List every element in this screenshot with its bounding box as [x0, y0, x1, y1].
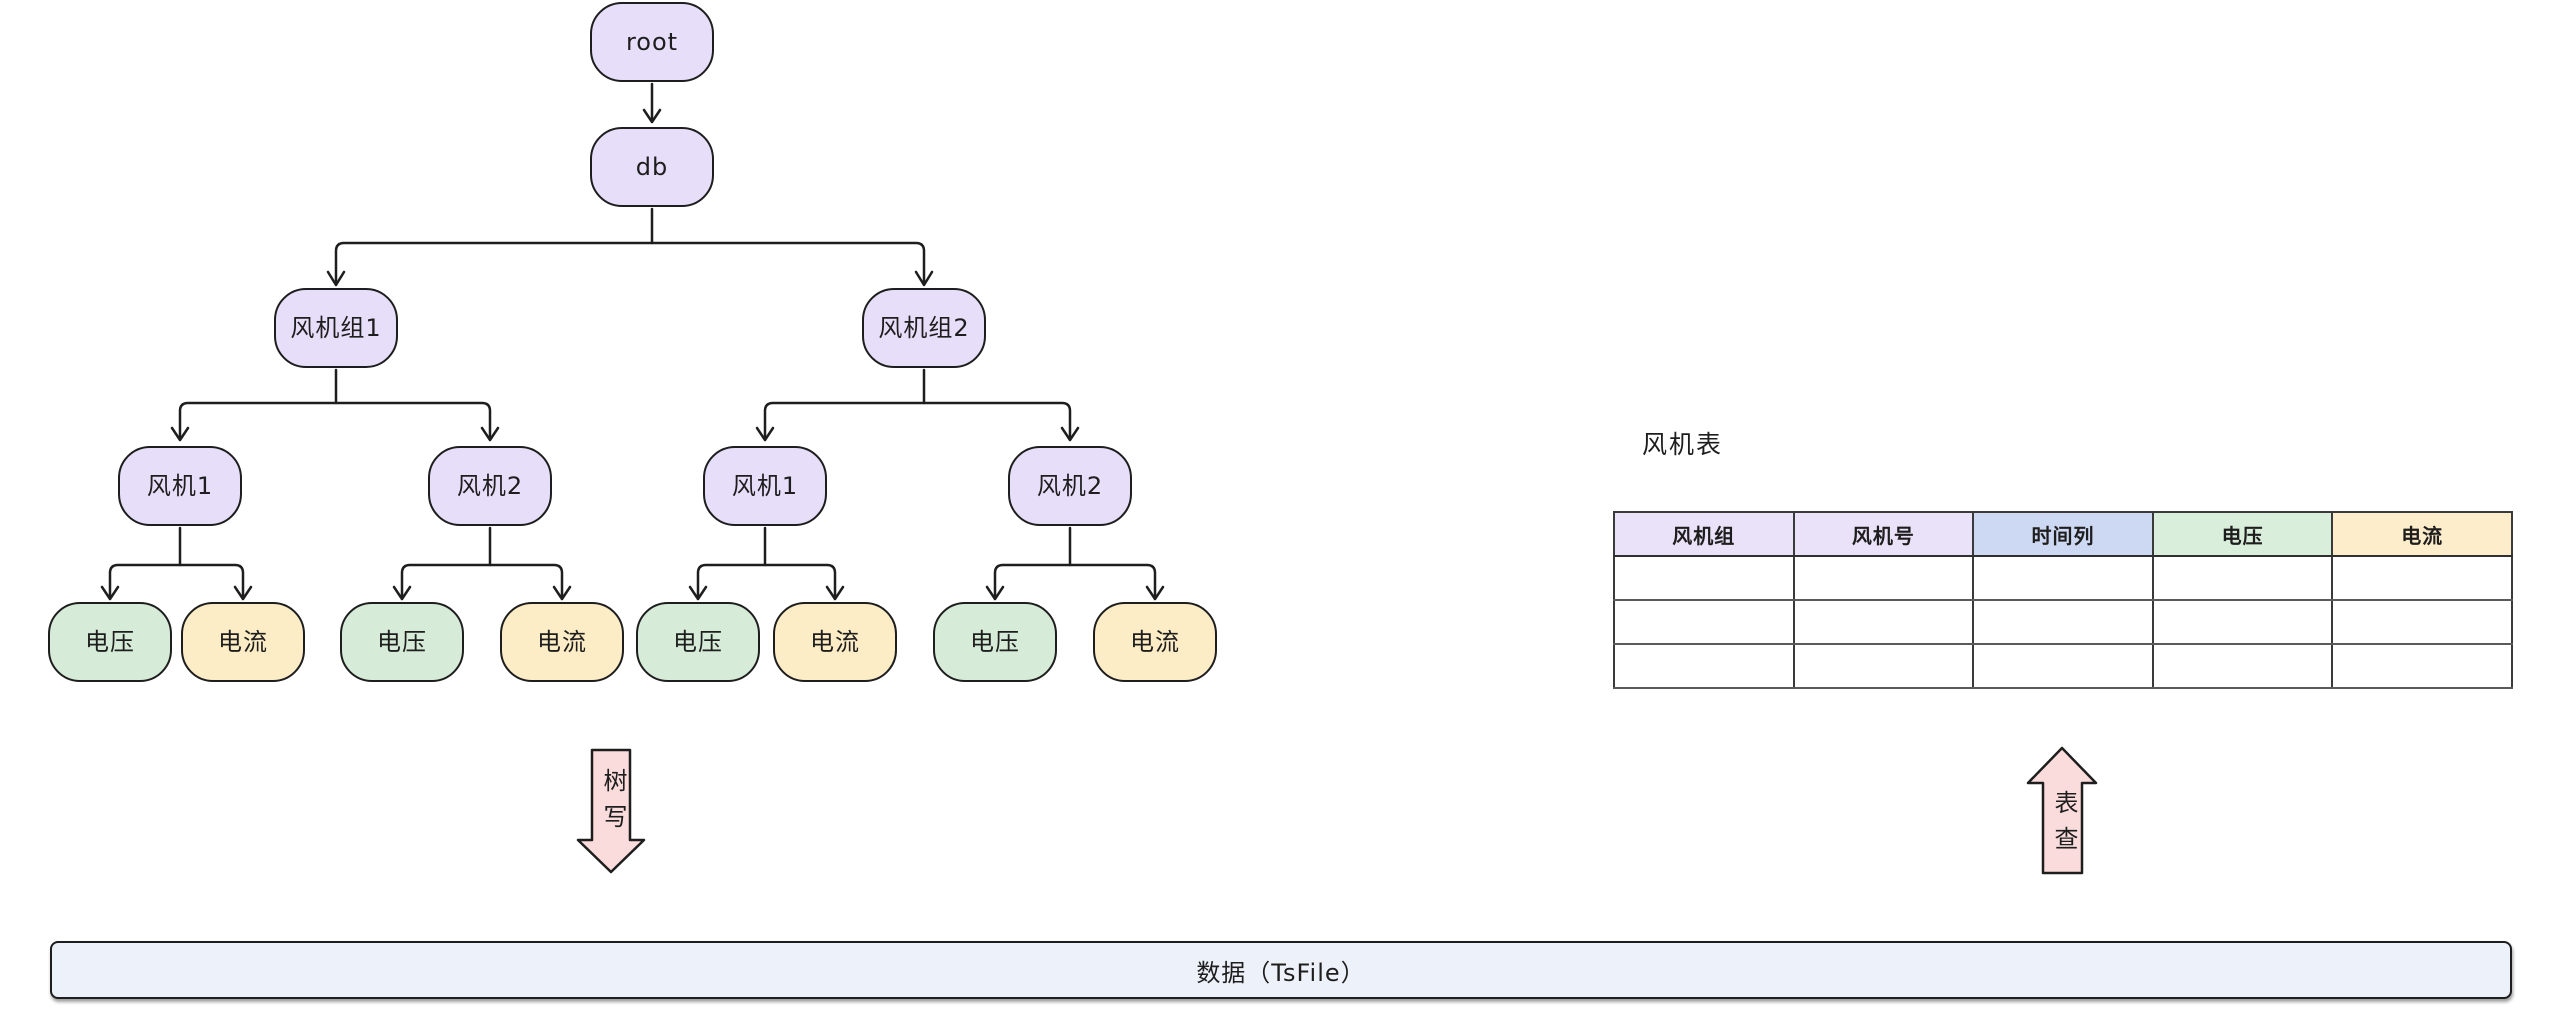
- table-row: [1613, 643, 2513, 689]
- arrowhead-down-icon: [326, 270, 346, 287]
- connector-fan1b-leaves: [696, 563, 837, 600]
- table-cell-empty: [1972, 555, 2154, 601]
- table-cell-empty: [2151, 643, 2334, 689]
- table-cell-empty: [1613, 643, 1795, 689]
- tree-node-label: db: [635, 153, 669, 181]
- table-query-arrow-up-icon: [2026, 746, 2098, 875]
- tree-node-label: 风机1: [731, 472, 799, 500]
- table-header-voltage: 电压: [2151, 511, 2334, 557]
- tree-leaf-current: 电流: [181, 602, 305, 682]
- fan-table: 风机组 风机号 时间列 电压 电流: [1613, 511, 2513, 689]
- tree-node-root: root: [590, 2, 714, 82]
- table-cell-empty: [1792, 555, 1975, 601]
- arrowhead-down-icon: [480, 426, 500, 442]
- table-cell-empty: [1972, 599, 2154, 645]
- table-cell-empty: [1792, 599, 1975, 645]
- tree-node-label: 风机2: [456, 472, 524, 500]
- tsfile-storage-bar: 数据（TsFile）: [50, 941, 2512, 999]
- tree-node-label: 电流: [810, 628, 860, 656]
- tree-connectors: [100, 82, 1165, 601]
- tree-node-label: 风机组1: [290, 314, 382, 342]
- arrowhead-down-icon: [233, 585, 253, 601]
- tsfile-storage-label: 数据（TsFile）: [1196, 958, 1366, 987]
- connector-fan2a-leaves: [400, 563, 564, 600]
- table-header-fan-number: 风机号: [1792, 511, 1975, 557]
- tree-node-label: 风机组2: [878, 314, 970, 342]
- arrowhead-down-icon: [642, 108, 662, 124]
- table-cell-empty: [2151, 555, 2334, 601]
- table-cell-empty: [1792, 643, 1975, 689]
- arrowhead-down-icon: [170, 426, 190, 442]
- tree-leaf-voltage: 电压: [636, 602, 760, 682]
- tree-leaf-current: 电流: [500, 602, 624, 682]
- tree-write-arrow-down-icon: [576, 748, 646, 874]
- tree-write-arrow-label: 树写: [599, 768, 627, 840]
- connector-group1-fans: [178, 401, 492, 441]
- table-cell-empty: [2331, 643, 2513, 689]
- arrowhead-down-icon: [985, 585, 1005, 601]
- tree-node-fan1-of-group2: 风机1: [703, 446, 827, 526]
- arrowhead-down-icon: [755, 426, 775, 442]
- table-header-current: 电流: [2331, 511, 2513, 557]
- table-header-fan-group: 风机组: [1613, 511, 1795, 557]
- table-query-arrow-label: 表查: [2050, 790, 2078, 862]
- tree-node-fan2-of-group2: 风机2: [1008, 446, 1132, 526]
- tree-leaf-voltage: 电压: [48, 602, 172, 682]
- table-cell-empty: [2331, 599, 2513, 645]
- table-cell-empty: [1613, 555, 1795, 601]
- tree-node-group1: 风机组1: [274, 288, 398, 368]
- tree-node-label: 电压: [377, 628, 427, 656]
- arrowhead-down-icon: [688, 585, 708, 601]
- arrowhead-down-icon: [825, 585, 845, 601]
- flow-arrows: [576, 746, 2098, 875]
- table-row: [1613, 555, 2513, 601]
- tree-leaf-voltage: 电压: [340, 602, 464, 682]
- fan-table-title: 风机表: [1642, 430, 1724, 459]
- fan-table-body: [1613, 555, 2513, 689]
- tree-node-label: 电压: [673, 628, 723, 656]
- arrowhead-down-icon: [914, 270, 934, 287]
- table-cell-empty: [1972, 643, 2154, 689]
- tree-leaf-voltage: 电压: [933, 602, 1057, 682]
- tree-node-group2: 风机组2: [862, 288, 986, 368]
- table-cell-empty: [2331, 555, 2513, 601]
- tree-node-fan2-of-group1: 风机2: [428, 446, 552, 526]
- connector-fan1a-leaves: [108, 563, 245, 600]
- tree-node-label: root: [625, 28, 679, 56]
- table-header-time-series: 时间列: [1972, 511, 2154, 557]
- tree-node-db: db: [590, 127, 714, 207]
- table-row: [1613, 599, 2513, 645]
- tree-leaf-current: 电流: [1093, 602, 1217, 682]
- arrowhead-down-icon: [100, 585, 120, 601]
- fan-table-header: 风机组 风机号 时间列 电压 电流: [1613, 511, 2513, 557]
- tree-node-fan1-of-group1: 风机1: [118, 446, 242, 526]
- connector-db-groups: [334, 241, 926, 286]
- arrowhead-down-icon: [1145, 585, 1165, 601]
- tree-leaf-current: 电流: [773, 602, 897, 682]
- tree-node-label: 风机2: [1036, 472, 1104, 500]
- connector-fan2b-leaves: [993, 563, 1157, 600]
- tree-node-label: 电流: [537, 628, 587, 656]
- tree-node-label: 电压: [970, 628, 1020, 656]
- tree-node-label: 电压: [85, 628, 135, 656]
- tree-node-label: 电流: [1130, 628, 1180, 656]
- fan-table-header-row: 风机组 风机号 时间列 电压 电流: [1613, 511, 2513, 557]
- connector-group2-fans: [763, 401, 1072, 441]
- tree-node-label: 电流: [218, 628, 268, 656]
- table-cell-empty: [1613, 599, 1795, 645]
- table-cell-empty: [2151, 599, 2334, 645]
- tree-node-label: 风机1: [146, 472, 214, 500]
- arrowhead-down-icon: [1060, 426, 1080, 442]
- arrowhead-down-icon: [392, 585, 412, 601]
- arrowhead-down-icon: [552, 585, 572, 601]
